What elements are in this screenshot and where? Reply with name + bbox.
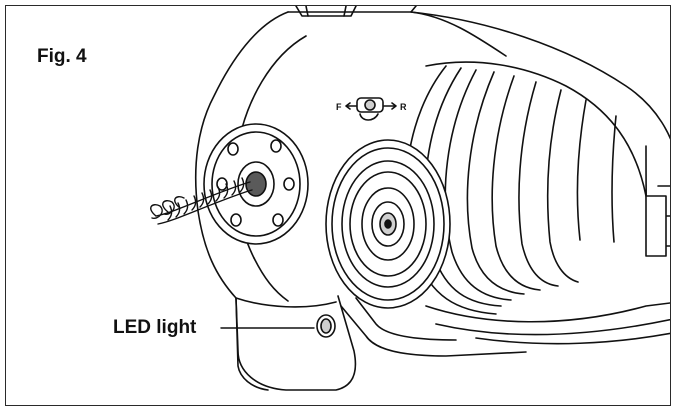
figure-label: Fig. 4 (37, 46, 87, 67)
figure-frame: F R Fig. 4 LED light (5, 5, 671, 406)
drain-cleaner-illustration: F R (150, 6, 670, 391)
front-base-panel (235, 297, 337, 391)
auger-cable (150, 177, 253, 225)
led-light (316, 314, 336, 338)
support-foot (340, 297, 527, 357)
feed-disc (203, 123, 309, 245)
cable-drum (405, 65, 670, 345)
top-handle (295, 6, 357, 17)
roller-wheel (325, 139, 451, 309)
switch-reverse-label: R (400, 102, 407, 112)
led-light-callout: LED light (113, 317, 197, 338)
switch-forward-label: F (336, 102, 342, 112)
direction-switch (345, 97, 397, 121)
